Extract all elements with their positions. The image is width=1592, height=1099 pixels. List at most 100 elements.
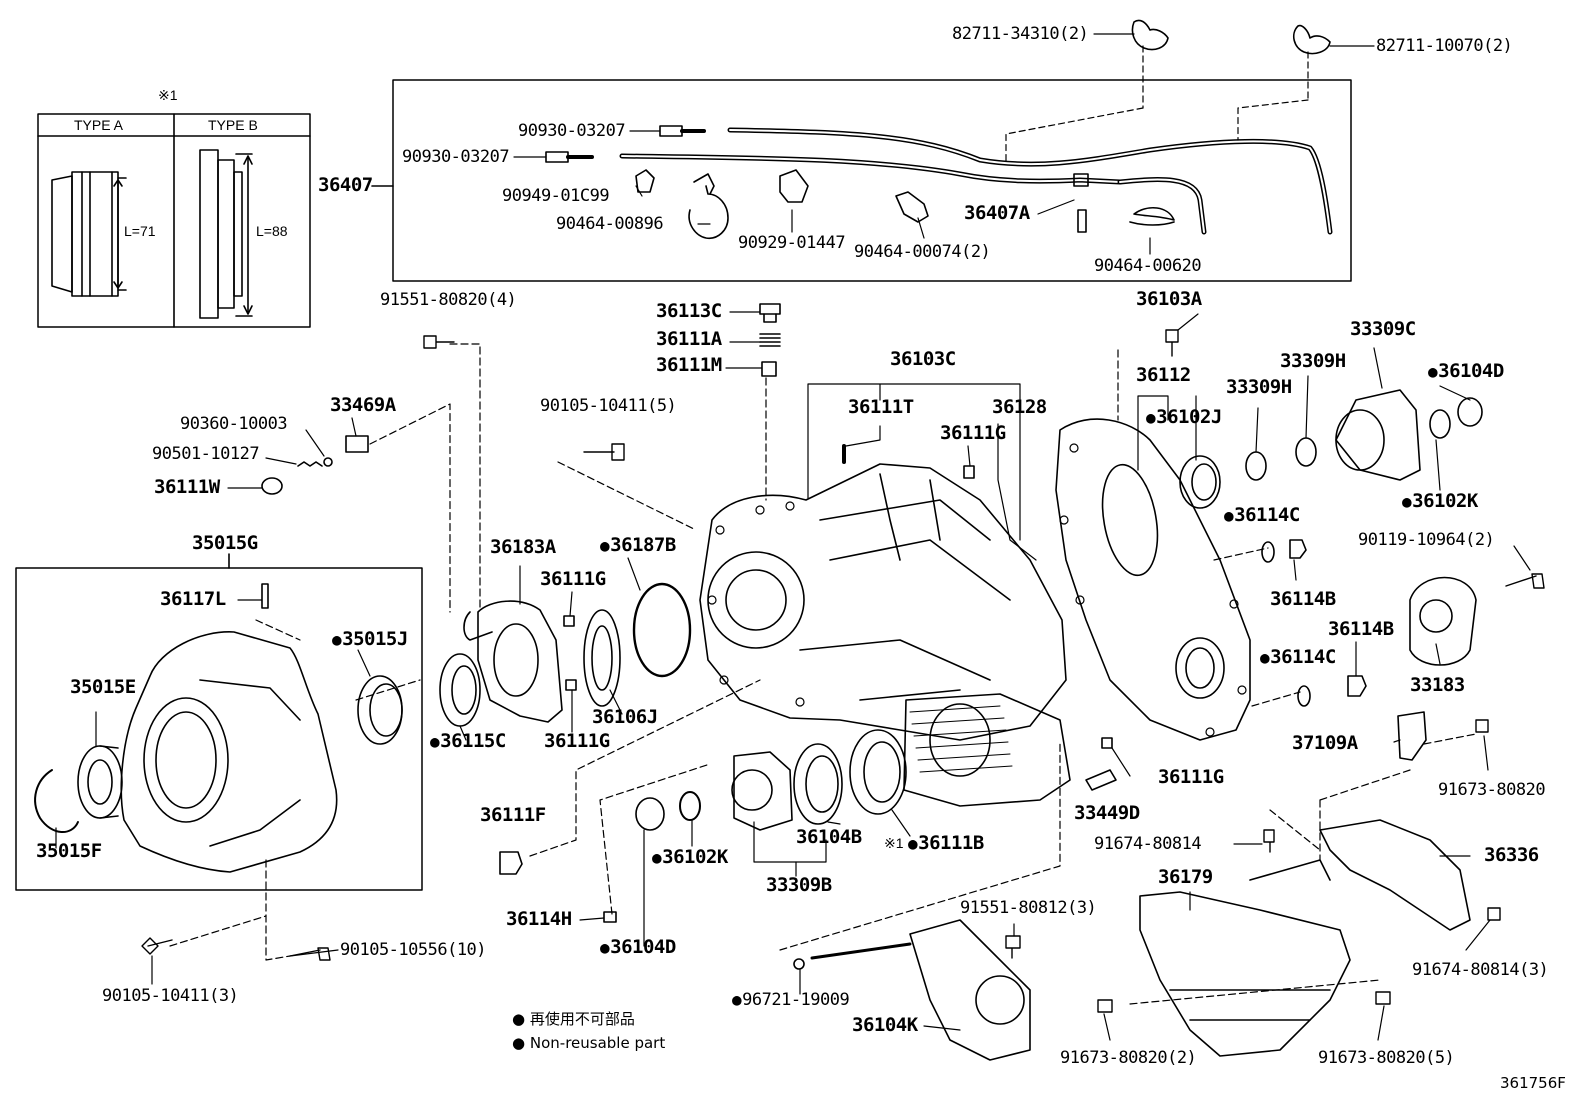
part-label-90464-00074[interactable]: 90464-00074(2) xyxy=(854,242,991,262)
misc-parts xyxy=(141,303,1545,1061)
part-label-91673-80820-right[interactable]: 91673-80820 xyxy=(1438,780,1546,800)
part-label-82711-10070[interactable]: 82711-10070(2) xyxy=(1376,36,1513,56)
legend-bullet-jp: ● xyxy=(512,1010,526,1028)
part-label-33309h-a[interactable]: 33309H xyxy=(1226,376,1292,398)
part-label-36407[interactable]: 36407 xyxy=(318,174,373,196)
legend-bullet-en: ● xyxy=(512,1034,526,1052)
part-label-36111g-mid[interactable]: 36111G xyxy=(540,568,606,590)
clamp-82711-34310 xyxy=(1131,19,1169,51)
part-label-36103a[interactable]: 36103A xyxy=(1136,288,1202,310)
transfer-case-housing-rear xyxy=(903,693,1071,807)
part-label-82711-34310[interactable]: 82711-34310(2) xyxy=(952,24,1089,44)
type-marker: ※1 xyxy=(158,87,178,103)
legend-jp: ● 再使用不可部品 xyxy=(512,1008,635,1029)
part-label-90949-01c99[interactable]: 90949-01C99 xyxy=(502,186,610,206)
part-label-36104d-top[interactable]: 36104D xyxy=(1428,362,1504,381)
part-label-35015g[interactable]: 35015G xyxy=(192,532,258,554)
type-b-label: TYPE B xyxy=(208,117,258,133)
part-label-35015f[interactable]: 35015F xyxy=(36,840,102,862)
part-label-36111a[interactable]: 36111A xyxy=(656,328,722,350)
breather-hose-group-box xyxy=(371,45,1352,282)
part-label-36407a[interactable]: 36407A xyxy=(964,202,1030,224)
type-b-seal-drawing xyxy=(199,149,253,319)
part-label-36103c[interactable]: 36103C xyxy=(890,348,956,370)
part-label-36183a[interactable]: 36183A xyxy=(490,536,556,558)
alignment-dashed-lines xyxy=(169,343,1477,1005)
leader-lines xyxy=(151,33,1531,1041)
part-label-90105-10411-3[interactable]: 90105-10411(3) xyxy=(102,986,239,1006)
part-marker-36111b: ※1 xyxy=(884,835,904,851)
bolt-90930-a xyxy=(659,125,706,137)
length-a-label: L=71 xyxy=(124,223,156,239)
part-label-36111t[interactable]: 36111T xyxy=(848,396,914,418)
part-label-36187b[interactable]: 36187B xyxy=(600,536,676,555)
legend-en-text: Non-reusable part xyxy=(529,1034,666,1052)
part-label-36111b[interactable]: 36111B xyxy=(908,834,984,853)
part-label-33449d[interactable]: 33449D xyxy=(1074,802,1140,824)
part-label-90119-10964[interactable]: 90119-10964(2) xyxy=(1358,530,1495,550)
part-label-36111m[interactable]: 36111M xyxy=(656,354,722,376)
part-label-36111g-top[interactable]: 36111G xyxy=(940,422,1006,444)
part-label-96721-19009[interactable]: 96721-19009 xyxy=(732,992,850,1009)
part-label-90464-00896[interactable]: 90464-00896 xyxy=(556,214,664,234)
part-label-90501-10127[interactable]: 90501-10127 xyxy=(152,444,260,464)
part-label-36114c-top[interactable]: 36114C xyxy=(1224,506,1300,525)
part-label-36104k[interactable]: 36104K xyxy=(852,1014,918,1036)
part-label-36104b[interactable]: 36104B xyxy=(796,826,862,848)
part-label-35015j[interactable]: 35015J xyxy=(332,630,408,649)
part-label-36111g-right[interactable]: 36111G xyxy=(1158,766,1224,788)
part-label-91674-80814[interactable]: 91674-80814 xyxy=(1094,834,1202,854)
part-label-36111w[interactable]: 36111W xyxy=(154,476,220,498)
part-label-36114h[interactable]: 36114H xyxy=(506,908,572,930)
part-label-91551-80812[interactable]: 91551-80812(3) xyxy=(960,898,1097,918)
part-label-91673-80820-5[interactable]: 91673-80820(5) xyxy=(1318,1048,1455,1068)
part-label-90464-00620[interactable]: 90464-00620 xyxy=(1094,256,1202,276)
part-label-33469a[interactable]: 33469A xyxy=(330,394,396,416)
drawing-id: 361756F xyxy=(1500,1074,1566,1092)
part-label-36128[interactable]: 36128 xyxy=(992,396,1047,418)
part-label-36106j[interactable]: 36106J xyxy=(592,706,658,728)
part-label-36102j[interactable]: 36102J xyxy=(1146,408,1222,427)
part-label-33309c[interactable]: 33309C xyxy=(1350,318,1416,340)
part-label-37109a[interactable]: 37109A xyxy=(1292,732,1358,754)
legend-jp-text: 再使用不可部品 xyxy=(529,1010,635,1028)
type-a-seal-drawing xyxy=(51,171,127,297)
part-label-90105-10411-5[interactable]: 90105-10411(5) xyxy=(540,396,677,416)
part-label-90930-03207-a[interactable]: 90930-03207 xyxy=(518,121,626,141)
transfer-case-housing-front xyxy=(699,463,1067,741)
part-label-91674-80814-3[interactable]: 91674-80814(3) xyxy=(1412,960,1549,980)
part-label-36111f[interactable]: 36111F xyxy=(480,804,546,826)
part-label-91673-80820-2[interactable]: 91673-80820(2) xyxy=(1060,1048,1197,1068)
part-label-90360-10003[interactable]: 90360-10003 xyxy=(180,414,288,434)
part-label-33309b[interactable]: 33309B xyxy=(766,874,832,896)
part-label-36179[interactable]: 36179 xyxy=(1158,866,1213,888)
part-label-36336[interactable]: 36336 xyxy=(1484,844,1539,866)
rear-cover-36103a xyxy=(1055,418,1251,741)
part-label-36114c-mid[interactable]: 36114C xyxy=(1260,648,1336,667)
part-label-36117l[interactable]: 36117L xyxy=(160,588,226,610)
part-label-91551-80820[interactable]: 91551-80820(4) xyxy=(380,290,517,310)
part-label-36112[interactable]: 36112 xyxy=(1136,364,1191,386)
part-label-90930-03207-b[interactable]: 90930-03207 xyxy=(402,147,510,167)
extension-housing-box xyxy=(15,553,423,891)
type-inset-box xyxy=(37,113,311,328)
part-label-36102k-low[interactable]: 36102K xyxy=(652,848,728,867)
length-b-label: L=88 xyxy=(256,223,288,239)
part-label-33183[interactable]: 33183 xyxy=(1410,674,1465,696)
part-label-90105-10556[interactable]: 90105-10556(10) xyxy=(340,940,487,960)
clamp-82711-10070 xyxy=(1292,24,1331,55)
part-label-36115c[interactable]: 36115C xyxy=(430,732,506,751)
part-label-36113c[interactable]: 36113C xyxy=(656,300,722,322)
part-label-36114b-b[interactable]: 36114B xyxy=(1328,618,1394,640)
part-label-36102k-right[interactable]: 36102K xyxy=(1402,492,1478,511)
bolt-90930-b xyxy=(545,151,594,163)
type-a-label: TYPE A xyxy=(74,117,124,133)
part-label-35015e[interactable]: 35015E xyxy=(70,676,136,698)
part-label-36114b-a[interactable]: 36114B xyxy=(1270,588,1336,610)
part-label-36104d-low[interactable]: 36104D xyxy=(600,938,676,957)
part-label-36111g-low[interactable]: 36111G xyxy=(544,730,610,752)
legend-en: ● Non-reusable part xyxy=(512,1034,665,1052)
part-label-90929-01447[interactable]: 90929-01447 xyxy=(738,233,846,253)
part-label-33309h-b[interactable]: 33309H xyxy=(1280,350,1346,372)
